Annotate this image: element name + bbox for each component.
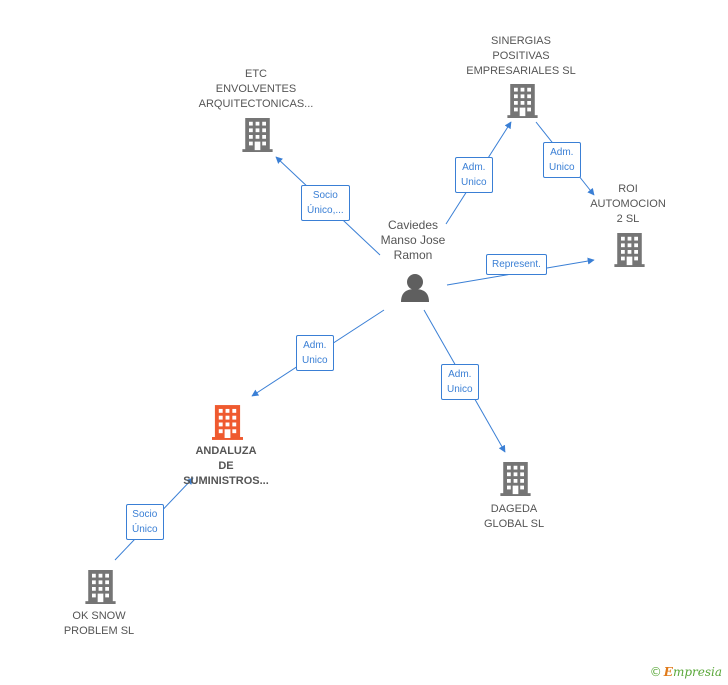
building-icon[interactable] bbox=[507, 84, 538, 118]
edge-label-person-andaluza[interactable]: Adm. Unico bbox=[296, 335, 334, 371]
node-roi-label[interactable]: ROI AUTOMOCION 2 SL bbox=[590, 183, 666, 225]
building-icon[interactable] bbox=[242, 118, 273, 152]
edge-label-person-dageda[interactable]: Adm. Unico bbox=[441, 364, 479, 400]
building-icon[interactable] bbox=[85, 570, 116, 604]
edge-label-person-etc[interactable]: Socio Único,... bbox=[301, 185, 350, 221]
building-icon[interactable] bbox=[614, 233, 645, 267]
copyright-icon: © bbox=[649, 665, 662, 679]
edge-label-person-roi[interactable]: Represent. bbox=[486, 254, 547, 275]
edge-label-person-sinergias[interactable]: Adm. Unico bbox=[455, 157, 493, 193]
building-icon[interactable] bbox=[212, 405, 243, 440]
empresia-logo: ©Empresia bbox=[649, 665, 722, 679]
building-icon[interactable] bbox=[500, 462, 531, 496]
edge-label-oksnow-andaluza[interactable]: Socio Único bbox=[126, 504, 164, 540]
person-icon[interactable] bbox=[401, 274, 429, 302]
node-oksnow-label[interactable]: OK SNOW PROBLEM SL bbox=[63, 610, 135, 637]
node-dageda-label[interactable]: DAGEDA GLOBAL SL bbox=[483, 503, 545, 530]
node-sinergias-label[interactable]: SINERGIAS POSITIVAS EMPRESARIALES SL bbox=[466, 35, 576, 77]
node-person-label[interactable]: Caviedes Manso Jose Ramon bbox=[380, 218, 446, 262]
node-andaluza-label[interactable]: ANDALUZA DE SUMINISTROS... bbox=[183, 445, 269, 487]
edge-label-sinergias-roi[interactable]: Adm. Unico bbox=[543, 142, 581, 178]
node-etc-label[interactable]: ETC ENVOLVENTES ARQUITECTONICAS... bbox=[198, 68, 314, 110]
